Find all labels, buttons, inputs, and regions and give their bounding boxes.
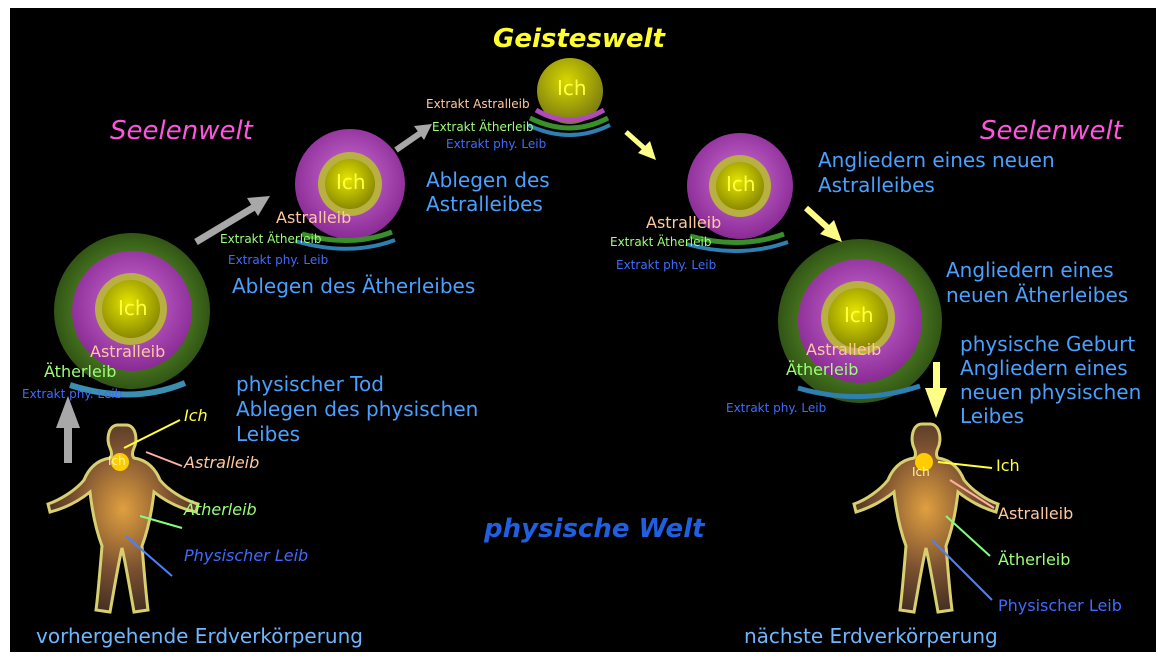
stage3-extrakt-astral-label: Extrakt Astralleib (426, 98, 530, 111)
stage3-caption-line2: Astralleibes (426, 194, 543, 215)
incarnation-cycle-diagram: Geisteswelt Seelenwelt Seelenwelt physis… (10, 8, 1156, 652)
stage4-caption-line1: Angliedern eines neuen (818, 150, 1055, 171)
stage5-aetherleib-label: Ätherleib (786, 362, 858, 379)
left-figure-astralleib-label: Astralleib (184, 455, 259, 472)
stage4-ich-label: Ich (726, 174, 756, 195)
stage3-extrakt-phy-label: Extrakt phy. Leib (446, 138, 546, 151)
stage5-caption-line2: neuen Ätherleibes (946, 285, 1128, 306)
stage1-caption-line2: Ablegen des physischen (236, 399, 478, 420)
stage5-extrakt-phy-label: Extrakt phy. Leib (726, 402, 826, 415)
stage5-ich-label: Ich (844, 305, 874, 326)
stage5-astralleib-label: Astralleib (806, 342, 881, 359)
stage2-caption: Ablegen des Ätherleibes (232, 276, 475, 297)
diagram-background: Geisteswelt Seelenwelt Seelenwelt physis… (10, 8, 1156, 652)
left-figure-heart-label: Ich (108, 455, 126, 468)
physische-welt-title: physische Welt (484, 516, 705, 543)
left-figure-aetherleib-label: Ätherleib (184, 502, 257, 519)
right-figure-astralleib-label: Astralleib (998, 506, 1073, 523)
astral-pointer (146, 452, 182, 466)
birth-caption-line1: physische Geburt (960, 334, 1135, 355)
stage1-caption-line3: Leibes (236, 424, 300, 445)
stage1-astralleib-label: Astralleib (90, 344, 165, 361)
aether-pointer (946, 516, 990, 556)
stage2-extrakt-phy-label: Extrakt phy. Leib (228, 254, 328, 267)
right-figure-aetherleib-label: Ätherleib (998, 552, 1070, 569)
stage1-ich-label: Ich (118, 298, 148, 319)
arrow-icon (806, 208, 842, 242)
seelenwelt-right-title: Seelenwelt (980, 118, 1123, 145)
seelenwelt-left-title: Seelenwelt (110, 118, 253, 145)
stage2-extrakt-aether-label: Extrakt Ätherleib (220, 233, 321, 246)
left-figure-physischer-leib-label: Physischer Leib (184, 548, 308, 565)
diagram-graphics (10, 8, 1156, 652)
stage5-caption-line1: Angliedern eines (946, 260, 1114, 281)
arrow-icon (626, 132, 656, 160)
stage2-astralleib-label: Astralleib (276, 210, 351, 227)
geisteswelt-title: Geisteswelt (493, 26, 665, 53)
arrow-icon (925, 362, 947, 418)
stage1-caption-line1: physischer Tod (236, 374, 384, 395)
birth-caption-line2: Angliedern eines (960, 358, 1128, 379)
arrow-icon (56, 396, 80, 463)
arrow-icon (396, 124, 432, 150)
right-figure-caption: nächste Erdverkörperung (744, 626, 998, 647)
right-figure-heart-label: Ich (912, 466, 930, 479)
stage2-ich-label: Ich (336, 172, 366, 193)
stage4-extrakt-aether-label: Extrakt Ätherleib (610, 236, 711, 249)
stage1-extrakt-phy-label: Extrakt phy. Leib (22, 388, 122, 401)
stage4-caption-line2: Astralleibes (818, 175, 935, 196)
right-figure-ich-label: Ich (996, 458, 1020, 475)
left-figure-caption: vorhergehende Erdverkörperung (36, 626, 363, 647)
birth-caption-line3: neuen physischen (960, 382, 1141, 403)
right-figure-physischer-leib-label: Physischer Leib (998, 598, 1122, 615)
stage3-extrakt-aether-label: Extrakt Ätherleib (432, 121, 533, 134)
right-human-figure (854, 424, 998, 612)
stage3-caption-line1: Ablegen des (426, 170, 550, 191)
birth-caption-line4: Leibes (960, 406, 1024, 427)
stage1-aetherleib-label: Ätherleib (44, 364, 116, 381)
stage3-ich-label: Ich (557, 78, 587, 99)
left-figure-ich-label: Ich (184, 408, 208, 425)
stage4-extrakt-phy-label: Extrakt phy. Leib (616, 259, 716, 272)
stage4-astralleib-label: Astralleib (646, 215, 721, 232)
